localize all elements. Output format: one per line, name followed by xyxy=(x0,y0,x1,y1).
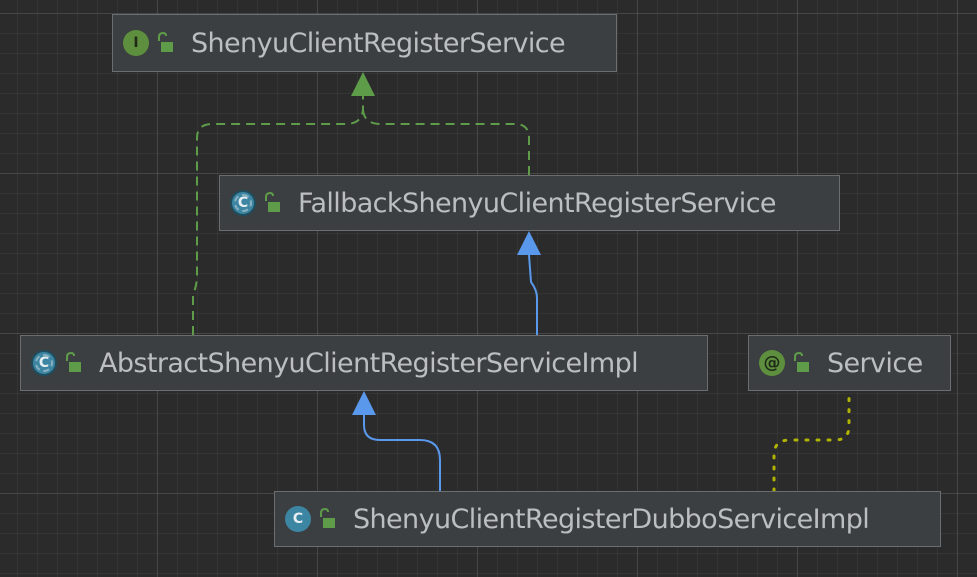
node-service-annotation[interactable]: @ Service xyxy=(748,335,951,391)
edge-implements-from-abstract-impl xyxy=(192,96,364,335)
unlocked-padlock-icon xyxy=(265,192,280,212)
extends-arrowhead-abstract xyxy=(352,391,376,415)
annotation-icon: @ xyxy=(759,350,785,376)
edge-extends-dubbo-to-abstract xyxy=(363,415,441,491)
class-name-label: ShenyuClientRegisterService xyxy=(191,27,566,59)
node-fallback-shenyu-client-register-service[interactable]: C FallbackShenyuClientRegisterService xyxy=(219,175,840,231)
edge-annotation-dubbo-to-service xyxy=(772,390,851,493)
unlocked-padlock-icon xyxy=(158,32,173,52)
abstract-class-icon: C xyxy=(31,350,57,376)
implements-arrowhead xyxy=(351,72,375,96)
abstract-class-icon: C xyxy=(230,190,256,216)
unlocked-padlock-icon xyxy=(320,508,335,528)
extends-arrowhead-fallback xyxy=(517,231,541,255)
node-shenyu-client-register-dubbo-service-impl[interactable]: C ShenyuClientRegisterDubboServiceImpl xyxy=(274,491,941,547)
edge-extends-abstract-to-fallback xyxy=(528,254,538,335)
class-icon: C xyxy=(285,506,311,532)
class-name-label: ShenyuClientRegisterDubboServiceImpl xyxy=(353,503,870,535)
node-shenyu-client-register-service[interactable]: I ShenyuClientRegisterService xyxy=(112,14,617,72)
interface-icon: I xyxy=(123,30,149,56)
unlocked-padlock-icon xyxy=(794,352,809,372)
class-name-label: AbstractShenyuClientRegisterServiceImpl xyxy=(99,347,639,379)
class-name-label: Service xyxy=(827,347,923,379)
node-abstract-shenyu-client-register-service-impl[interactable]: C AbstractShenyuClientRegisterServiceImp… xyxy=(20,335,708,391)
edge-implements-from-fallback xyxy=(362,107,530,175)
class-name-label: FallbackShenyuClientRegisterService xyxy=(298,187,777,219)
unlocked-padlock-icon xyxy=(66,352,81,372)
